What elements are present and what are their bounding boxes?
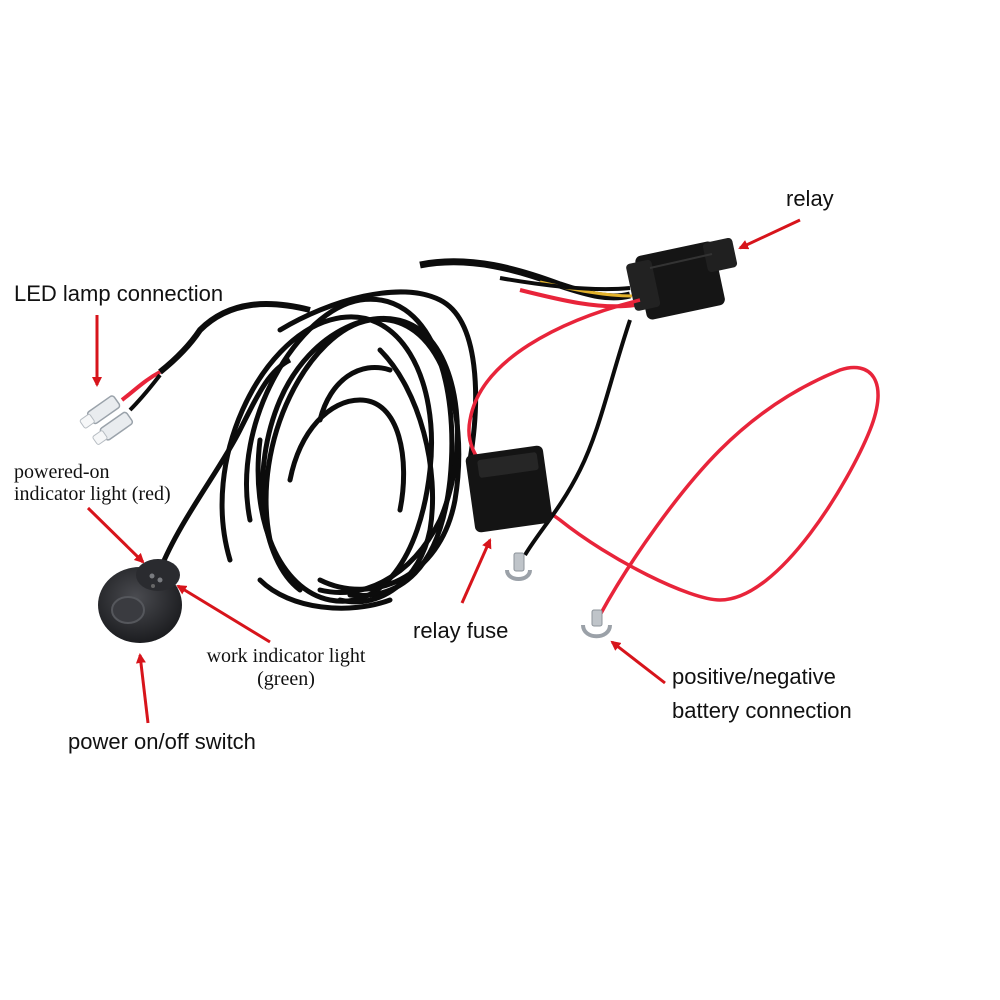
lamp-cable	[158, 301, 311, 375]
power-switch-label: power on/off switch	[68, 729, 256, 754]
relay-cable	[419, 258, 631, 301]
switch-cable	[157, 357, 292, 571]
ground-wire-black	[523, 319, 632, 557]
arrow-relay	[738, 218, 801, 250]
lamp-wire-black	[128, 373, 162, 412]
lamp-wire-red	[120, 370, 161, 402]
arrow-relay-fuse	[460, 538, 492, 604]
led-lamp-connectors	[79, 395, 134, 445]
battery-connection-label-line1: positive/negative	[672, 664, 836, 689]
powered-on-indicator-label-line1: powered-on	[14, 461, 110, 483]
fork-terminal-battery	[581, 609, 612, 639]
fuse-holder	[465, 445, 553, 533]
battery-wire-red	[467, 298, 880, 616]
relay-fuse-label: relay fuse	[413, 618, 509, 643]
relay-label: relay	[786, 186, 834, 211]
coiled-cable	[219, 289, 479, 611]
relay-component	[626, 237, 738, 320]
arrow-work-indicator	[176, 584, 271, 644]
work-indicator-label-line1: work indicator light	[206, 645, 366, 667]
annotation-arrows	[86, 218, 801, 724]
led-lamp-connection-label: LED lamp connection	[14, 281, 224, 306]
fork-terminal-ground	[505, 552, 532, 581]
battery-connection-label-line2: battery connection	[672, 698, 852, 723]
powered-on-indicator-label-line2: indicator light (red)	[14, 483, 171, 505]
arrow-powered-on	[86, 506, 145, 564]
arrow-power-switch	[135, 653, 150, 724]
relay-wire-black	[499, 276, 631, 292]
work-indicator-label-line2: (green)	[257, 668, 315, 690]
power-switch-unit	[98, 559, 182, 643]
arrow-battery	[610, 640, 666, 685]
